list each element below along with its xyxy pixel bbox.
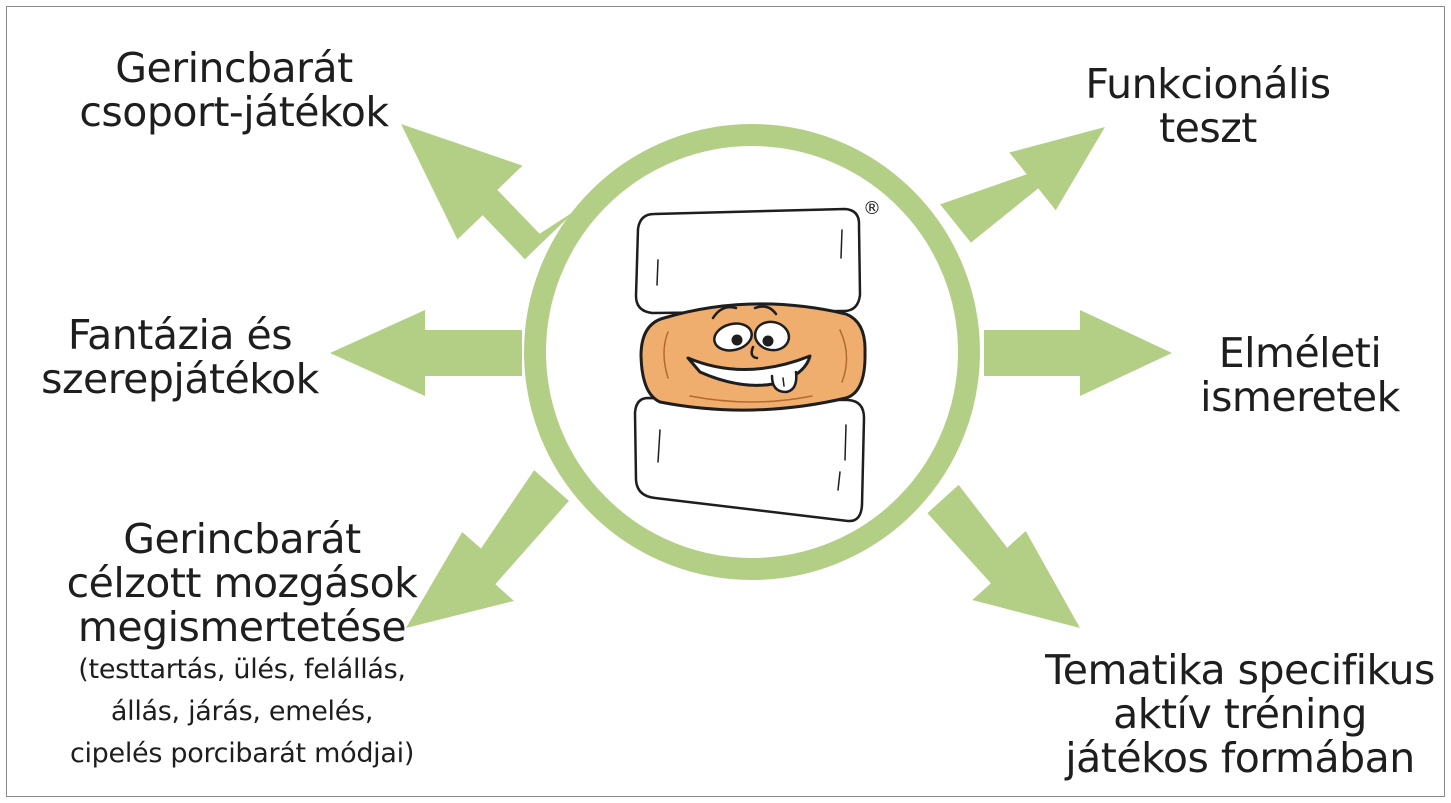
left-pupil <box>732 335 743 346</box>
label-top-left: Gerincbarát csoport-játékok <box>64 46 404 134</box>
arrow-bottom-right <box>927 485 1080 628</box>
label-bottom-right: Tematika specifikus aktív tréning játéko… <box>1040 648 1440 780</box>
label-bottom-left: Gerincbarát célzott mozgások megismertet… <box>52 517 432 775</box>
arrow-middle-left <box>330 310 522 396</box>
label-line: ismeretek <box>1180 375 1420 419</box>
label-line: csoport-játékok <box>64 90 404 134</box>
label-line: játékos formában <box>1040 736 1440 780</box>
label-line: Funkcionális <box>1078 62 1338 106</box>
disc-mascot <box>635 209 865 521</box>
label-line: teszt <box>1078 106 1338 150</box>
label-line: Gerincbarát <box>52 517 432 561</box>
label-middle-left: Fantázia és szerepjátékok <box>20 313 340 401</box>
label-detail-line: állás, járás, emelés, <box>52 691 432 733</box>
label-line: szerepjátékok <box>20 357 340 401</box>
label-line: Fantázia és <box>20 313 340 357</box>
label-line: Tematika specifikus <box>1040 648 1440 692</box>
label-detail-line: cipelés porcibarát módjai) <box>52 733 432 775</box>
lower-vertebra <box>635 398 864 521</box>
tongue-line <box>783 378 784 386</box>
trademark-symbol: ® <box>863 198 881 219</box>
upper-vertebra <box>636 209 860 313</box>
arrow-middle-right <box>984 310 1172 396</box>
label-line: aktív tréning <box>1040 692 1440 736</box>
label-detail-line: (testtartás, ülés, felállás, <box>52 649 432 691</box>
label-line: Elméleti <box>1180 331 1420 375</box>
label-line: megismertetése <box>52 605 432 649</box>
label-middle-right: Elméleti ismeretek <box>1180 331 1420 419</box>
right-pupil <box>763 336 774 347</box>
label-line: Gerincbarát <box>64 46 404 90</box>
label-top-right: Funkcionális teszt <box>1078 62 1338 150</box>
label-line: célzott mozgások <box>52 561 432 605</box>
arrow-top-left <box>401 124 575 259</box>
